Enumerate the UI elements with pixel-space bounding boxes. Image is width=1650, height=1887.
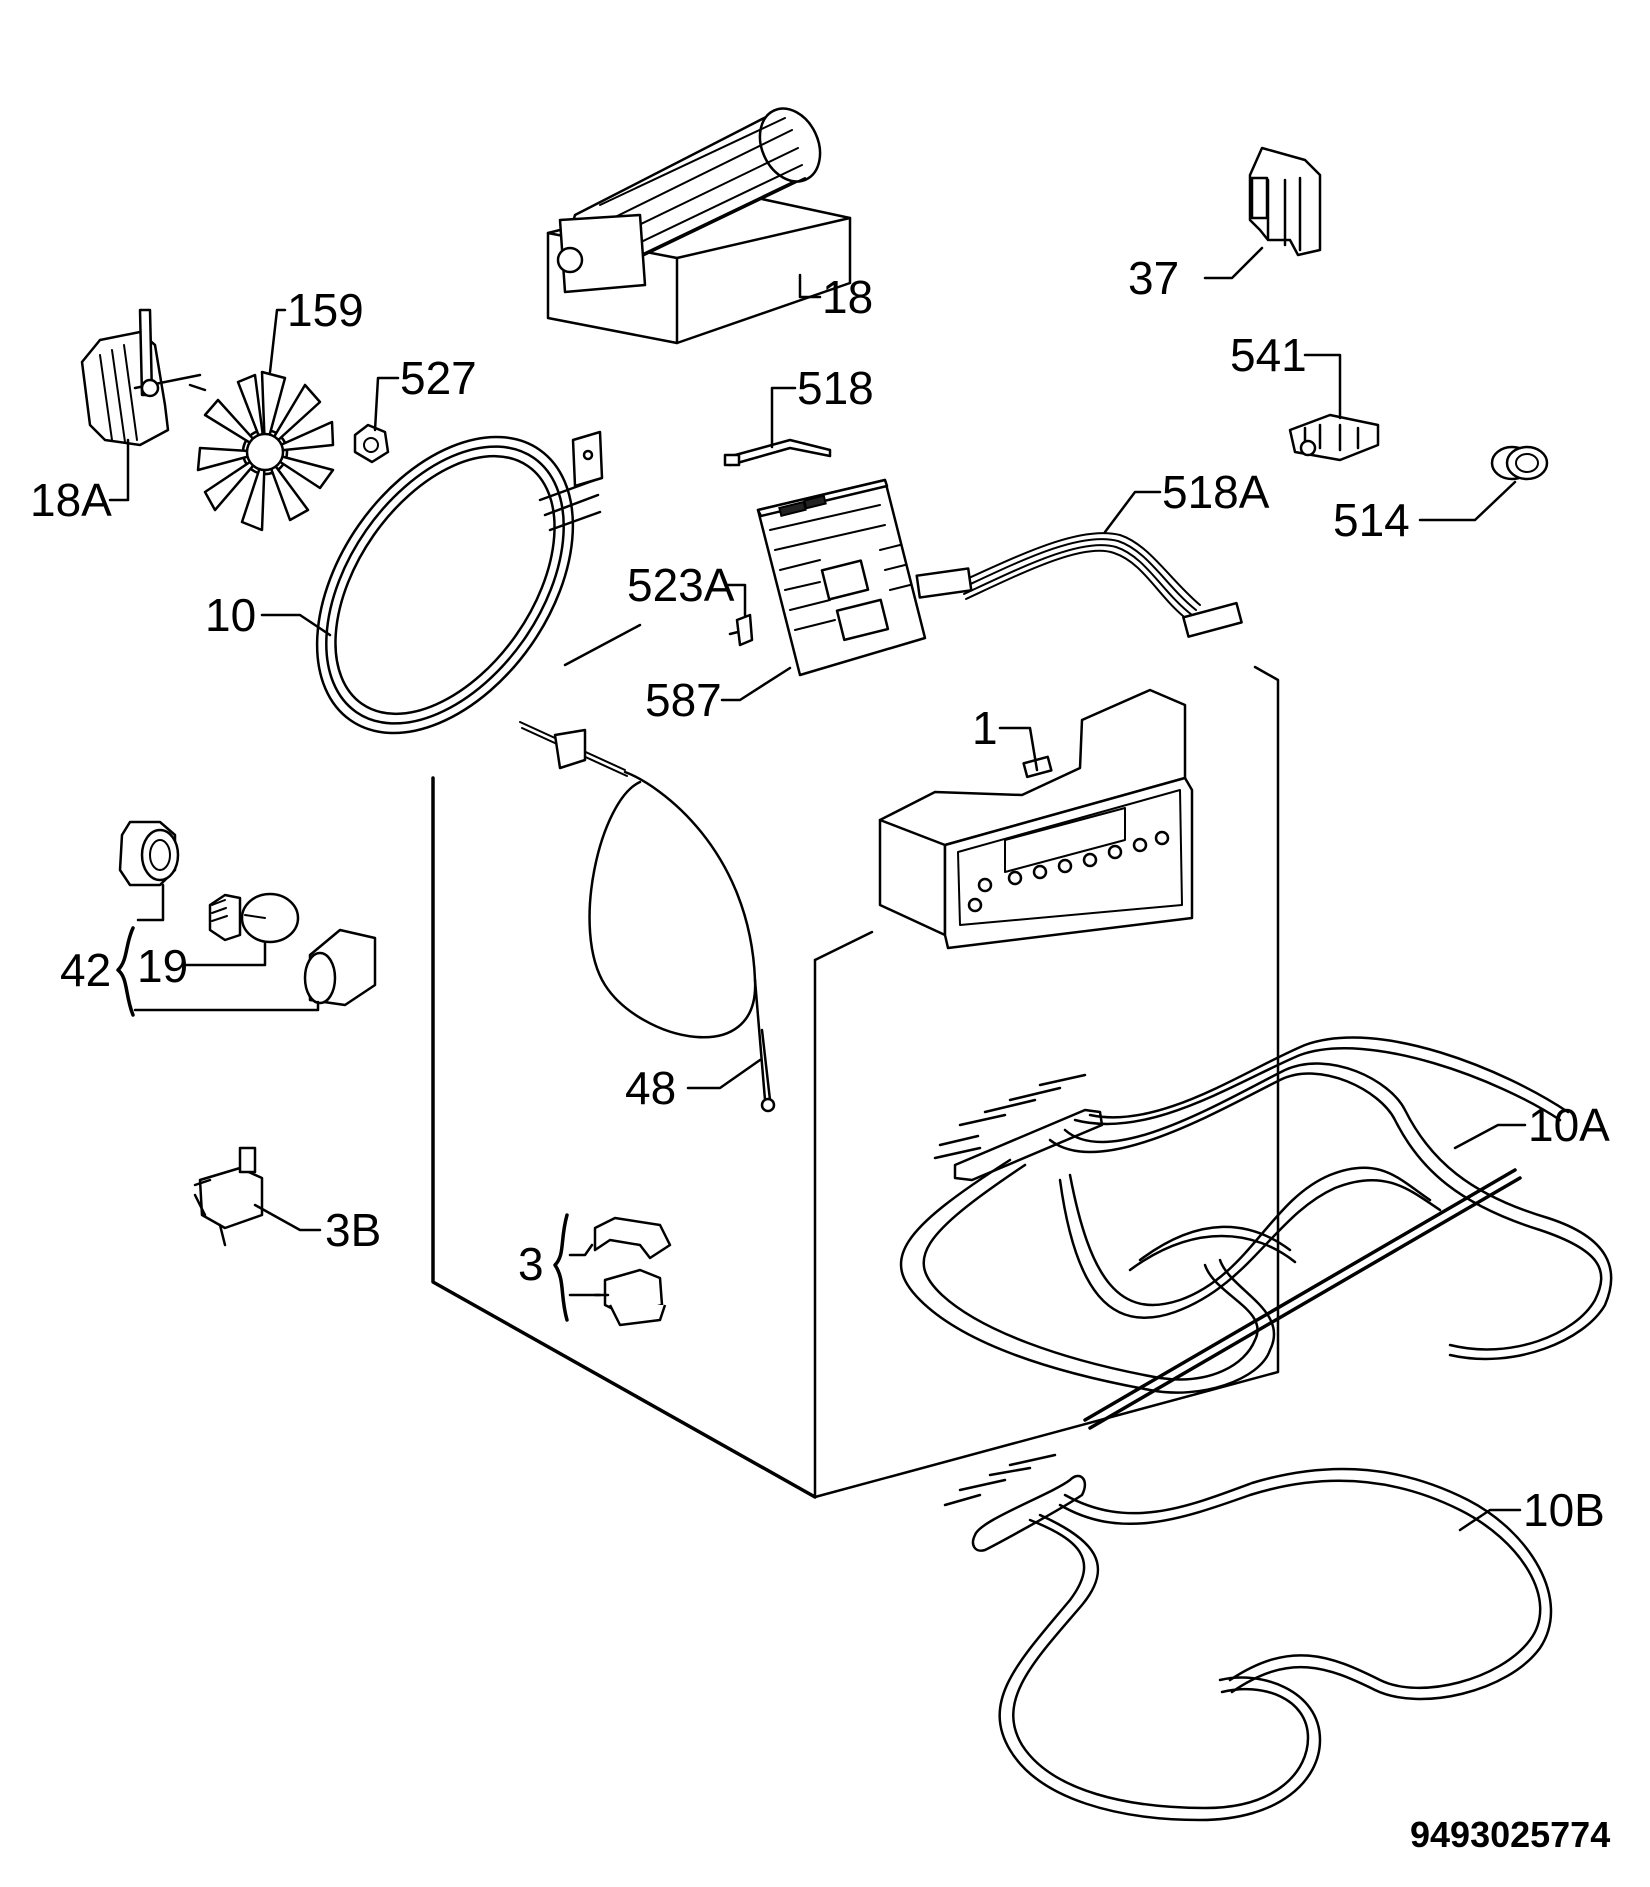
lamp-bulb-19 — [208, 892, 300, 944]
callout-587: 587 — [645, 666, 792, 726]
callout-3: 3 — [518, 1213, 602, 1322]
wiring-harness-518a — [915, 532, 1243, 638]
callout-18: 18 — [798, 271, 873, 323]
label-159: 159 — [287, 284, 364, 336]
label-10a: 10A — [1528, 1099, 1610, 1151]
fan-blade-159 — [196, 370, 335, 532]
label-10: 10 — [205, 589, 256, 641]
callout-3b: 3B — [253, 1203, 381, 1256]
callout-1: 1 — [972, 702, 1039, 772]
label-18a: 18A — [30, 474, 112, 526]
bottom-element-10b — [943, 1453, 1553, 1822]
callout-42-group: 42 19 — [60, 883, 320, 1017]
label-518: 518 — [797, 362, 874, 414]
callout-527: 527 — [373, 352, 477, 432]
callout-10b: 10B — [1458, 1484, 1605, 1536]
lamp-socket — [118, 820, 180, 887]
control-board-587 — [756, 478, 927, 677]
probe-48 — [519, 721, 776, 1113]
callout-10a: 10A — [1453, 1099, 1610, 1151]
label-1: 1 — [972, 702, 998, 754]
lamp-cover — [303, 928, 377, 1007]
thermostat-3b — [193, 1146, 264, 1247]
label-518a: 518A — [1162, 466, 1270, 518]
label-19: 19 — [137, 940, 188, 992]
callout-37: 37 — [1128, 246, 1264, 304]
circular-element-10 — [315, 430, 604, 735]
label-514: 514 — [1333, 494, 1410, 546]
sensor-518 — [723, 438, 832, 467]
label-3b: 3B — [325, 1204, 381, 1256]
label-10b: 10B — [1523, 1484, 1605, 1536]
label-37: 37 — [1128, 252, 1179, 304]
label-42: 42 — [60, 944, 111, 996]
callout-514: 514 — [1333, 480, 1517, 546]
label-48: 48 — [625, 1062, 676, 1114]
part-523a — [728, 613, 754, 647]
callout-48: 48 — [625, 1058, 762, 1114]
callout-159: 159 — [268, 284, 364, 374]
thermostat-3 — [593, 1216, 672, 1327]
callout-10: 10 — [205, 589, 332, 641]
callout-518a: 518A — [1103, 466, 1270, 534]
switch-37 — [1248, 146, 1322, 257]
label-541: 541 — [1230, 329, 1307, 381]
callout-523a: 523A — [627, 559, 747, 617]
label-3: 3 — [518, 1238, 544, 1290]
label-587: 587 — [645, 674, 722, 726]
label-527: 527 — [400, 352, 477, 404]
callout-518: 518 — [770, 362, 874, 449]
connector-541 — [1288, 413, 1380, 462]
label-523a: 523A — [627, 559, 735, 611]
lamp-holder-514 — [1490, 445, 1549, 481]
oven-cavity-outline — [431, 623, 1280, 1499]
label-18: 18 — [822, 271, 873, 323]
callout-18a: 18A — [30, 438, 130, 526]
document-number: 9493025774 — [1410, 1814, 1610, 1855]
control-panel-buttons — [967, 830, 1170, 913]
nut-527 — [353, 423, 390, 464]
control-panel-1 — [878, 688, 1194, 950]
tangential-fan — [546, 107, 852, 345]
fan-motor-18a — [80, 308, 207, 447]
callout-541: 541 — [1230, 329, 1342, 420]
grill-element-10a — [899, 1036, 1613, 1430]
